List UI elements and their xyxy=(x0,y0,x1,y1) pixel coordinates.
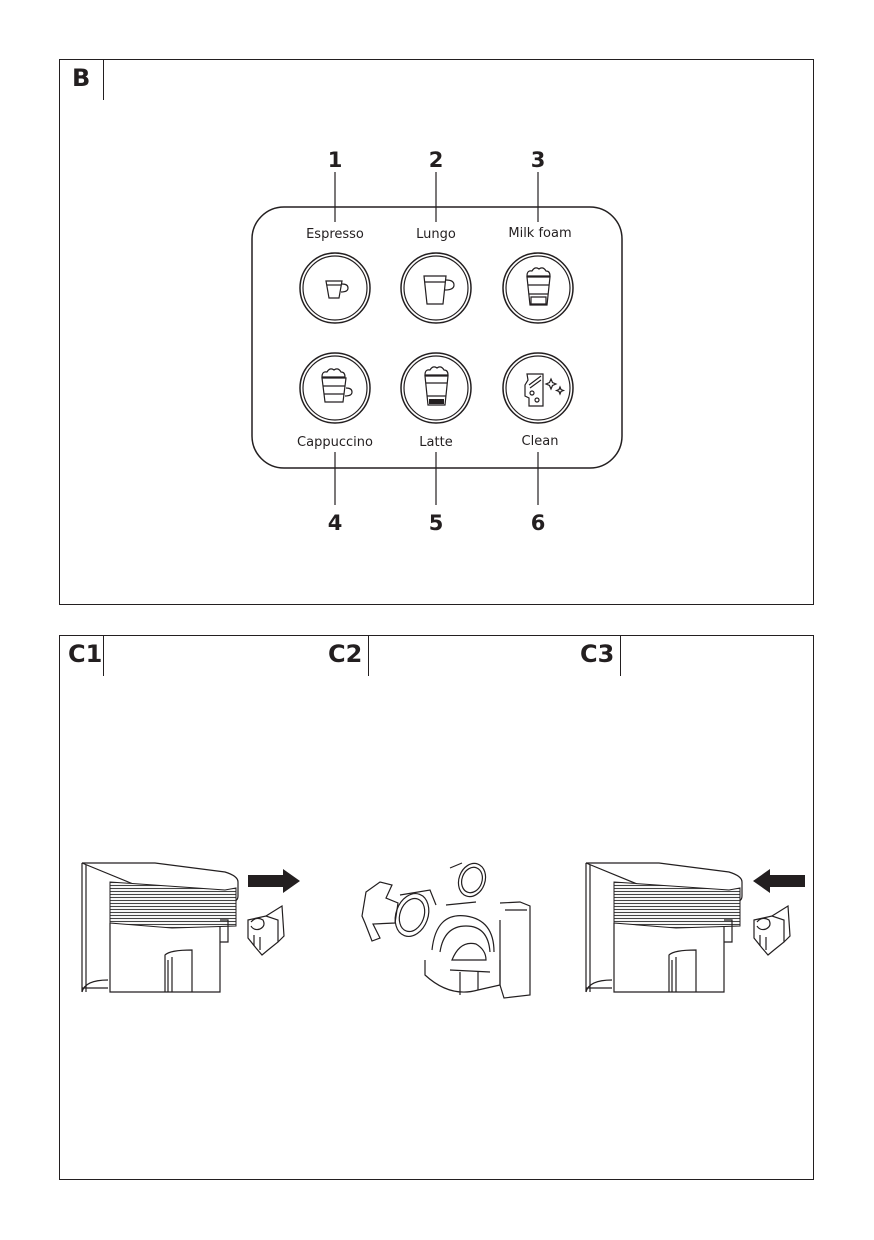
callout-number-4: 4 xyxy=(328,511,343,535)
button-label-latte: Latte xyxy=(419,435,452,450)
tag-divider xyxy=(103,636,104,676)
c1-remove-capsule-holder xyxy=(81,862,300,993)
c3-reinsert-capsule-holder xyxy=(585,862,805,993)
milk-foam-button[interactable] xyxy=(502,252,574,324)
espresso-button[interactable] xyxy=(299,252,371,324)
c2-capsule-holder-inserts xyxy=(361,862,531,999)
coffee-machine-drawing xyxy=(585,862,743,993)
button-label-lungo: Lungo xyxy=(416,227,456,242)
arrow-left-icon xyxy=(753,869,805,893)
button-label-espresso: Espresso xyxy=(306,227,364,242)
espresso-cup-icon xyxy=(325,280,349,299)
callout-number-2: 2 xyxy=(429,148,444,172)
tag-divider xyxy=(368,636,369,676)
lungo-cup-icon xyxy=(423,275,455,305)
latte-glass-icon xyxy=(424,366,449,406)
milk-foam-glass-icon xyxy=(526,267,551,306)
arrow-right-icon xyxy=(248,869,300,893)
latte-button[interactable] xyxy=(400,352,472,424)
cappuccino-cup-icon xyxy=(321,368,353,403)
button-label-milk-foam: Milk foam xyxy=(508,226,571,241)
lungo-button[interactable] xyxy=(400,252,472,324)
button-label-clean: Clean xyxy=(522,434,559,449)
panel-tag-c3: C3 xyxy=(580,640,615,668)
panel-tag-c2: C2 xyxy=(328,640,363,668)
callout-number-3: 3 xyxy=(531,148,546,172)
panel-b-control-buttons: B xyxy=(59,59,814,605)
tag-divider xyxy=(103,60,104,100)
capsule-holder-drawing xyxy=(753,905,791,956)
clean-icon xyxy=(524,373,566,407)
leader-lines xyxy=(334,172,539,505)
callout-number-5: 5 xyxy=(429,511,444,535)
callout-number-1: 1 xyxy=(328,148,343,172)
capsule-holder-illustrations xyxy=(81,862,805,999)
capsule-holder-exploded-drawing xyxy=(361,862,531,999)
control-panel-outline xyxy=(251,206,623,469)
coffee-machine-drawing xyxy=(81,862,239,993)
panel-tag-c1: C1 xyxy=(68,640,103,668)
panel-tag-b: B xyxy=(72,64,91,92)
clean-button[interactable] xyxy=(502,352,574,424)
capsule-holder-drawing xyxy=(247,905,285,956)
control-panel-diagram: 1 2 3 4 5 6 Espresso Lungo Milk foam Cap… xyxy=(251,148,623,535)
button-label-cappuccino: Cappuccino xyxy=(297,435,373,450)
panel-c-capsule-holder-steps: C1 C2 C3 xyxy=(59,635,814,1180)
cappuccino-button[interactable] xyxy=(299,352,371,424)
tag-divider xyxy=(620,636,621,676)
callout-number-6: 6 xyxy=(531,511,546,535)
